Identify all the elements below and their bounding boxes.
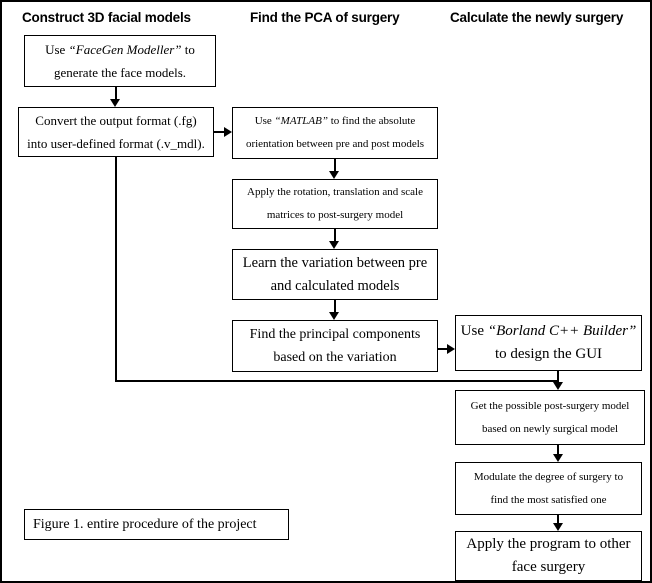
find-pc-line2: based on the variation [273, 350, 397, 365]
matlab-line1-post: to find the absolute [327, 115, 416, 127]
arrowhead-down-icon [329, 312, 339, 320]
arrowhead-down-icon [553, 382, 563, 390]
connector-borland-to-get-model [557, 371, 559, 382]
matlab-line2: orientation between pre and post models [245, 138, 425, 150]
connector-matlab-to-apply-matrices [334, 159, 336, 171]
matlab-line1: Use “MATLAB” to find the absolute [255, 110, 416, 133]
connector-apply-matrices-to-learn [334, 229, 336, 241]
flow-box-convert-format: Convert the output format (.fg) into use… [18, 107, 214, 157]
apply-matrices-line1: Apply the rotation, translation and scal… [247, 186, 423, 198]
convert-line2: into user-defined format (.v_mdl). [27, 136, 205, 151]
borland-line2: to design the GUI [494, 346, 603, 362]
figure-caption-text: Figure 1. entire procedure of the projec… [33, 516, 257, 532]
apply-program-line2: face surgery [511, 559, 586, 575]
arrowhead-down-icon [329, 171, 339, 179]
flow-box-modulate-degree: Modulate the degree of surgery to find t… [455, 462, 642, 515]
flow-box-borland-gui: Use “Borland C++ Builder” to design the … [455, 315, 642, 371]
facegen-line1-pre: Use [45, 42, 69, 57]
get-possible-line2: based on newly surgical model [481, 422, 619, 435]
flow-box-get-post-surgery-model: Get the possible post-surgery model base… [455, 390, 645, 445]
facegen-line1-post: to [181, 42, 195, 57]
flow-box-apply-program: Apply the program to other face surgery [455, 531, 642, 581]
flow-box-apply-matrices: Apply the rotation, translation and scal… [232, 179, 438, 229]
flow-box-principal-components: Find the principal components based on t… [232, 320, 438, 372]
facegen-line2: generate the face models. [53, 65, 187, 80]
arrowhead-down-icon [553, 523, 563, 531]
arrowhead-down-icon [553, 454, 563, 462]
apply-matrices-line2: matrices to post-surgery model [266, 209, 404, 221]
borland-line1: Use “Borland C++ Builder” [461, 320, 637, 343]
figure-caption-box: Figure 1. entire procedure of the projec… [24, 509, 289, 540]
connector-convert-long-across-line [115, 380, 559, 382]
column-title-find-pca: Find the PCA of surgery [250, 10, 400, 25]
arrowhead-down-icon [329, 241, 339, 249]
column-title-construct-models: Construct 3D facial models [22, 10, 191, 25]
learn-line2: and calculated models [270, 277, 400, 294]
facegen-line1: Use “FaceGen Modeller” to [45, 38, 195, 61]
arrowhead-right-icon [224, 127, 232, 137]
flow-box-matlab-orientation: Use “MATLAB” to find the absolute orient… [232, 107, 438, 159]
find-pc-line1: Find the principal components [249, 327, 421, 342]
facegen-line1-italic: “FaceGen Modeller” [68, 42, 182, 57]
get-possible-line1: Get the possible post-surgery model [470, 399, 630, 412]
arrowhead-right-icon [447, 344, 455, 354]
convert-line1: Convert the output format (.fg) [35, 113, 197, 128]
connector-facegen-to-convert [115, 87, 117, 100]
flow-box-facegen: Use “FaceGen Modeller” to generate the f… [24, 35, 216, 87]
connector-modulate-to-apply-program [557, 515, 559, 523]
learn-line1: Learn the variation between pre [242, 254, 428, 271]
modulate-line1: Modulate the degree of surgery to [473, 470, 624, 483]
connector-convert-long-down-line [115, 157, 117, 381]
connector-principal-components-to-borland [438, 348, 447, 350]
column-title-calculate-surgery: Calculate the newly surgery [450, 10, 624, 25]
apply-program-line1: Apply the program to other [466, 536, 631, 552]
connector-get-model-to-modulate [557, 445, 559, 454]
matlab-line1-italic: “MATLAB” [274, 115, 328, 127]
borland-line1-pre: Use [460, 323, 488, 339]
connector-learn-to-principal-components [334, 300, 336, 312]
flow-box-learn-variation: Learn the variation between pre and calc… [232, 249, 438, 300]
matlab-line1-pre: Use [254, 115, 275, 127]
connector-convert-to-matlab [214, 131, 224, 133]
modulate-line2: find the most satisfied one [490, 493, 607, 506]
borland-line1-italic: “Borland C++ Builder” [487, 323, 637, 339]
arrowhead-down-icon [110, 99, 120, 107]
